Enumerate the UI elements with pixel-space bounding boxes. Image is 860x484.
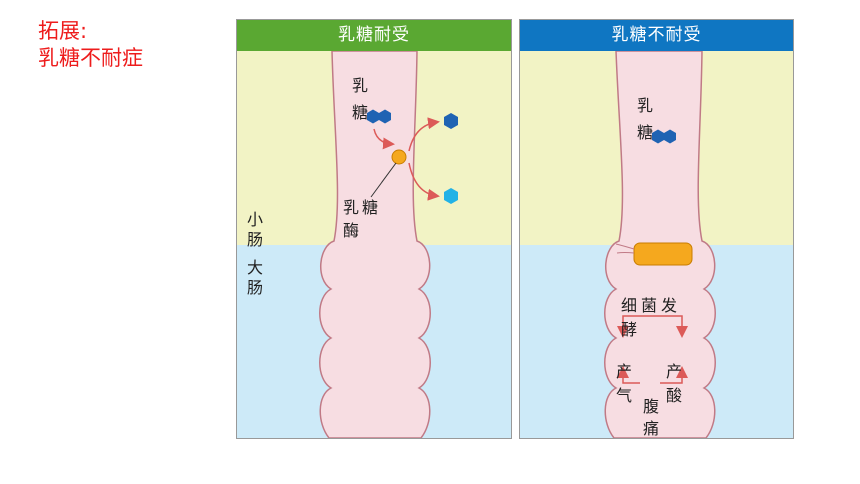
enzyme-label-1: 乳糖 xyxy=(343,198,382,217)
pain-branch xyxy=(617,366,640,384)
slide-title: 拓展: 乳糖不耐症 xyxy=(38,18,143,72)
lactose-to-enzyme-arrow xyxy=(373,128,395,150)
lactose-intolerant-panel: 乳糖不耐受 乳 糖 细菌发 酵 产气 产酸 腹痛 xyxy=(519,19,794,439)
acid-label: 产酸 xyxy=(665,362,682,405)
lactase-enzyme xyxy=(391,149,407,165)
bacteria xyxy=(633,242,693,266)
lactose-hex-dark xyxy=(652,129,664,144)
galactose-hex xyxy=(444,188,458,204)
lactose-hex-light xyxy=(379,109,391,124)
bacteria-fermentation-label-2: 酵 xyxy=(621,320,638,339)
glucose-hex xyxy=(444,113,458,129)
title-line-2: 乳糖不耐症 xyxy=(38,46,143,70)
gas-arrow xyxy=(617,315,640,338)
tolerant-intestine-diagram xyxy=(237,51,511,438)
lactose-hex-light xyxy=(664,129,676,144)
enzyme-pointer xyxy=(370,162,397,198)
bacteria-flagella xyxy=(615,243,635,254)
tolerant-lactose-label-2: 糖 xyxy=(352,103,369,122)
title-line-1: 拓展: xyxy=(38,19,88,43)
enzyme-label-2: 酶 xyxy=(343,221,360,240)
tolerant-lactose-label-1: 乳 xyxy=(352,76,369,95)
intestine-tube xyxy=(319,51,431,438)
intolerant-lactose-label-1: 乳 xyxy=(637,96,654,115)
small-intestine-label: 小肠 xyxy=(246,210,263,249)
intolerant-intestine-diagram xyxy=(520,51,793,438)
abdominal-pain-label: 腹痛 xyxy=(642,397,659,438)
intolerant-lactose-label-2: 糖 xyxy=(637,123,654,142)
branch-line xyxy=(640,315,688,338)
bacteria-fermentation-label-1: 细菌发 xyxy=(621,296,682,315)
large-intestine-label: 大肠 xyxy=(246,258,263,297)
lactose-hex-dark xyxy=(367,109,379,124)
product-arrow-up xyxy=(408,117,440,152)
lactose-tolerant-header: 乳糖耐受 xyxy=(237,20,511,51)
product-arrow-down xyxy=(408,162,440,201)
lactose-intolerant-header: 乳糖不耐受 xyxy=(520,20,793,51)
gas-label: 产气 xyxy=(615,362,632,405)
pain-branch-right xyxy=(660,366,688,384)
lactose-tolerant-panel: 乳糖耐受 乳 糖 乳糖 酶 小肠 大肠 xyxy=(236,19,512,439)
